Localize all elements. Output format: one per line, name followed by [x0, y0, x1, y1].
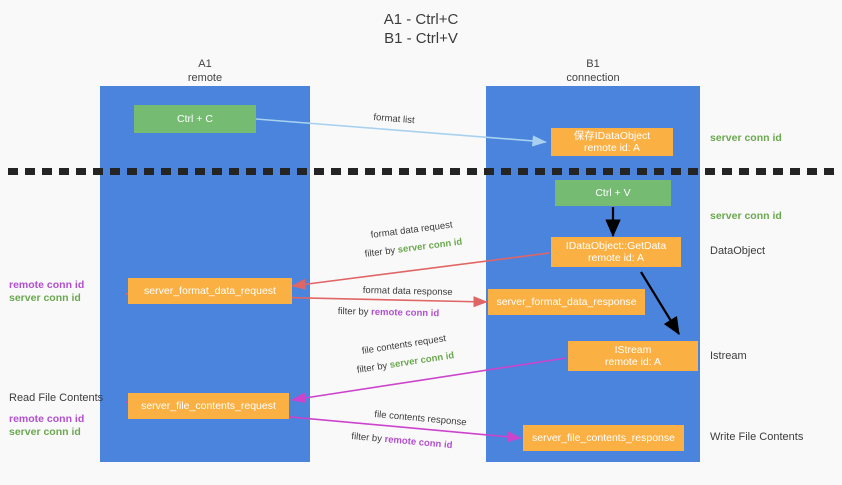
node-idataobject-getdata-line2: remote id: A: [587, 252, 645, 264]
annotation-remote-conn-id-format: remote conn id: [9, 279, 85, 291]
edge-label-file-contents-response: file contents response: [373, 408, 467, 429]
annotation-dataobject: DataObject: [710, 245, 766, 257]
filter-key-remote-conn-id-2: remote conn id: [384, 434, 453, 452]
lane-header-a1: A1 remote: [100, 57, 310, 85]
filter-key-server-conn-id-1: server conn id: [397, 236, 463, 256]
lane-a1-name: A1: [198, 58, 212, 70]
edge-label-format-list: format list: [373, 111, 415, 127]
lane-b1-sub: connection: [566, 72, 620, 84]
filter-prefix-1: filter by: [364, 244, 399, 260]
node-ctrl-v-label: Ctrl + V: [595, 186, 631, 199]
node-save-idataobject-line2: remote id: A: [583, 142, 641, 154]
annotation-read-file-contents: Read File Contents: [9, 392, 104, 404]
title-line-1: A1 - Ctrl+C: [383, 11, 459, 28]
node-server-file-contents-request[interactable]: server_file_contents_request: [128, 393, 289, 419]
filter-prefix-2: filter by: [337, 305, 372, 318]
node-istream[interactable]: IStream remote id: A: [568, 341, 698, 371]
lane-a1-sub: remote: [187, 72, 223, 84]
node-server-format-data-request-label: server_format_data_request: [144, 284, 276, 297]
node-idataobject-getdata[interactable]: IDataObject::GetData remote id: A: [551, 237, 681, 267]
lane-b1-name: B1: [586, 58, 600, 70]
node-ctrl-c-label: Ctrl + C: [177, 112, 213, 125]
annotation-server-conn-id-format: server conn id: [9, 292, 81, 304]
node-save-idataobject[interactable]: 保存IDataObject remote id: A: [551, 128, 673, 156]
annotation-remote-conn-id-file: remote conn id: [9, 413, 85, 425]
filter-key-server-conn-id-2: server conn id: [389, 350, 455, 371]
node-istream-line1: IStream: [614, 343, 652, 356]
node-save-idataobject-line1: 保存IDataObject: [573, 129, 651, 142]
filter-prefix-4: filter by: [350, 430, 386, 445]
lane-header-b1: B1 connection: [486, 57, 700, 85]
node-server-file-contents-response-label: server_file_contents_response: [531, 431, 675, 444]
annotation-server-conn-id-top: server conn id: [710, 132, 782, 144]
node-server-file-contents-response[interactable]: server_file_contents_response: [523, 425, 684, 451]
annotation-server-conn-id-file: server conn id: [9, 426, 81, 438]
node-ctrl-v[interactable]: Ctrl + V: [555, 180, 671, 206]
node-server-file-contents-request-label: server_file_contents_request: [141, 399, 276, 412]
node-ctrl-c[interactable]: Ctrl + C: [134, 105, 256, 133]
annotation-server-conn-id-mid: server conn id: [710, 210, 782, 222]
node-istream-line2: remote id: A: [604, 356, 662, 368]
page-title: A1 - Ctrl+C B1 - Ctrl+V: [0, 10, 842, 48]
filter-key-remote-conn-id-1: remote conn id: [370, 306, 440, 320]
edge-label-format-data-response: format data response: [362, 284, 453, 299]
edge-label-file-contents-response-filter: filter by remote conn id: [351, 430, 453, 452]
phase-divider: [8, 168, 834, 175]
annotation-write-file-contents: Write File Contents: [710, 431, 804, 443]
filter-prefix-3: filter by: [356, 359, 391, 376]
node-server-format-data-response-label: server_format_data_response: [496, 295, 637, 308]
title-line-2: B1 - Ctrl+V: [384, 30, 458, 47]
node-server-format-data-response[interactable]: server_format_data_response: [488, 289, 645, 315]
annotation-istream: Istream: [710, 350, 747, 362]
edge-label-format-data-response-filter: filter by remote conn id: [338, 305, 440, 320]
node-server-format-data-request[interactable]: server_format_data_request: [128, 278, 292, 304]
node-idataobject-getdata-line1: IDataObject::GetData: [565, 239, 667, 252]
